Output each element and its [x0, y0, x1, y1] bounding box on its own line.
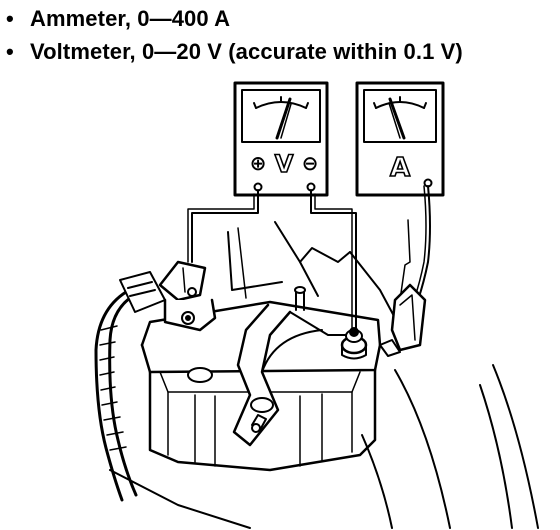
spec-list: • Ammeter, 0—400 A • Voltmeter, 0—20 V (… [6, 2, 463, 68]
spec-item-ammeter: • Ammeter, 0—400 A [6, 2, 463, 35]
voltmeter-plus-symbol: ⊕ [250, 151, 267, 175]
ammeter-letter: A [390, 153, 410, 183]
bullet-icon: • [6, 39, 14, 64]
cable-harness [94, 271, 166, 502]
voltmeter-dial [241, 89, 321, 143]
ammeter-dial [363, 89, 437, 143]
voltmeter-needle [275, 97, 292, 140]
bullet-icon: • [6, 6, 14, 31]
spec-text-voltmeter: Voltmeter, 0—20 V (accurate within 0.1 V… [30, 39, 463, 64]
voltmeter-letter: V [275, 150, 294, 178]
engine-bay [109, 219, 539, 529]
ammeter-housing [355, 81, 445, 197]
positive-terminal [158, 260, 217, 332]
spec-text-ammeter: Ammeter, 0—400 A [30, 6, 231, 31]
test-leads [187, 185, 431, 331]
voltmeter-minus-symbol: ⊖ [302, 151, 319, 175]
battery-vent-cap [187, 367, 213, 383]
voltmeter-housing [233, 81, 329, 197]
battery-case [148, 368, 377, 472]
voltmeter-labels: ⊕ V ⊖ [250, 149, 319, 179]
voltmeter [233, 81, 329, 197]
voltmeter-negative-lead [310, 189, 357, 331]
ammeter-clamp [379, 283, 427, 357]
ammeter-lead [417, 185, 431, 301]
ammeter-needle [388, 97, 406, 140]
ammeter [355, 81, 445, 197]
spec-item-voltmeter: • Voltmeter, 0—20 V (accurate within 0.1… [6, 35, 463, 68]
negative-terminal [294, 286, 368, 360]
battery-hold-down [232, 303, 361, 447]
voltmeter-positive-lead [191, 189, 259, 263]
